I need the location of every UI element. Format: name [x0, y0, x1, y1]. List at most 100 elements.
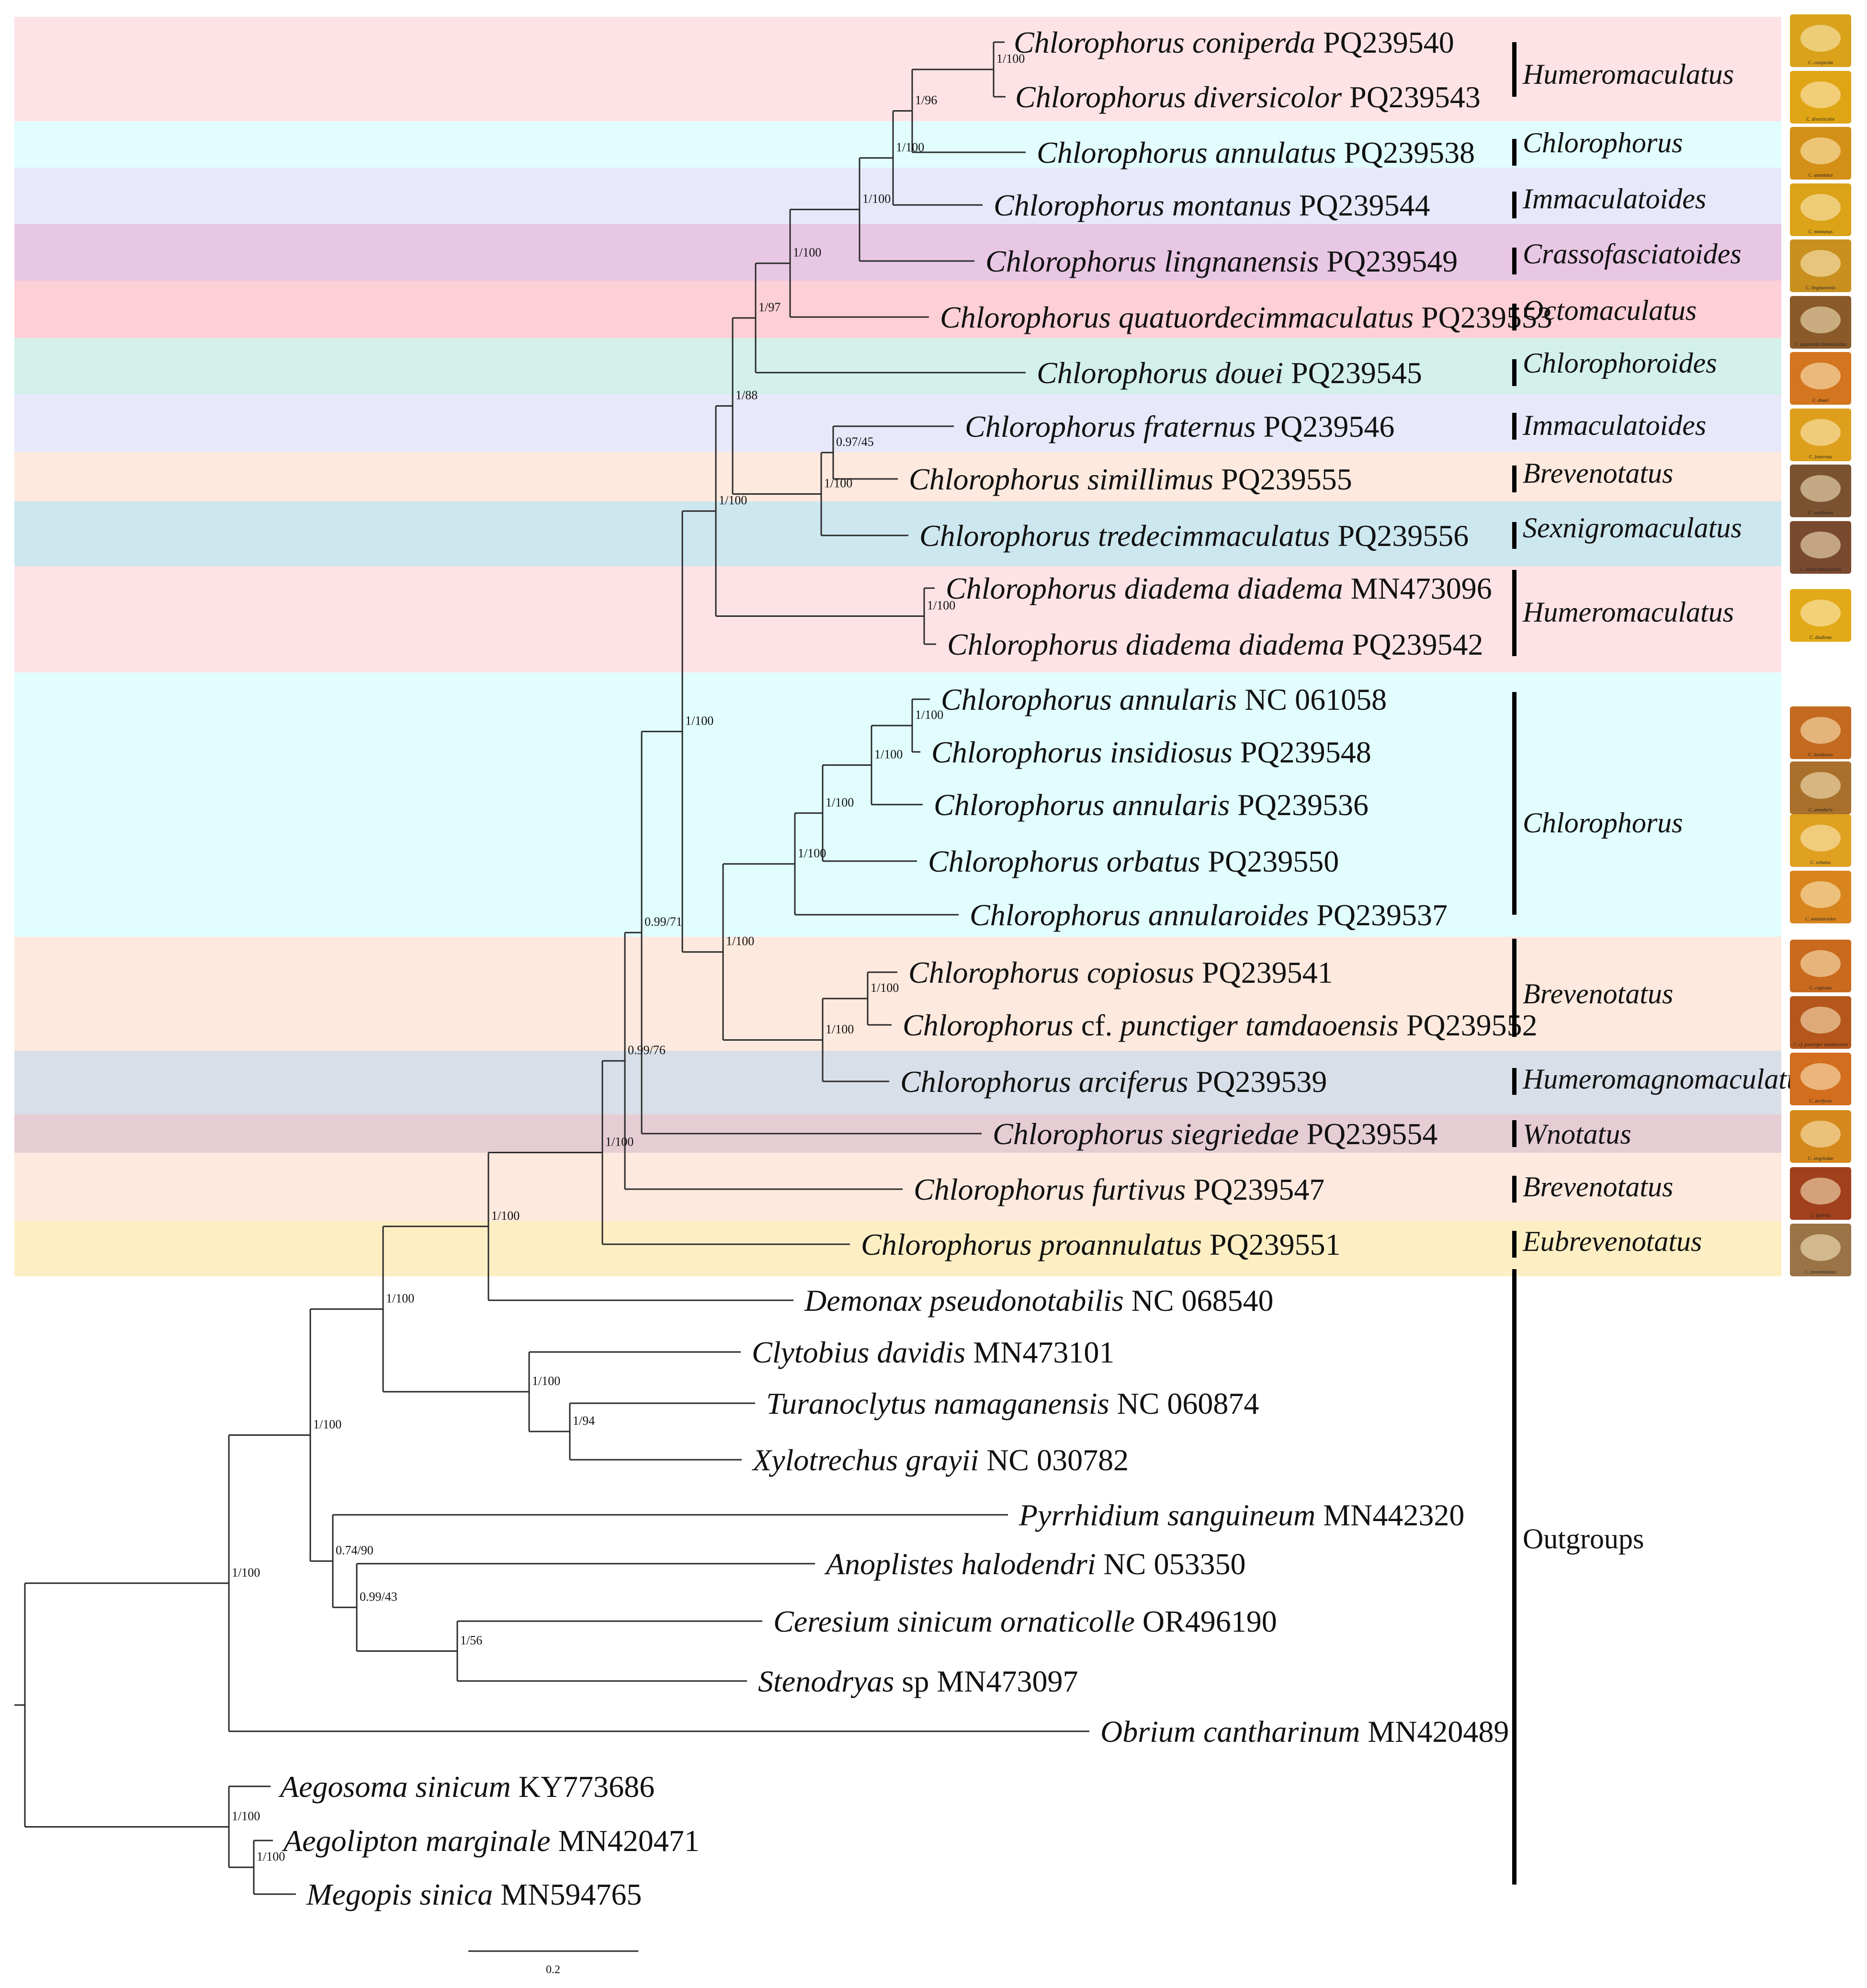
group-label: Sexnigromaculatus [1523, 512, 1742, 544]
specimen-caption: C. simillimus [1808, 511, 1833, 516]
specimen-caption: C. proannulatus [1805, 1270, 1836, 1275]
taxon-label: Chlorophorus tredecimmaculatus PQ239556 [919, 519, 1469, 553]
specimen-pronotum-highlight [1800, 825, 1841, 852]
taxon-name: Chlorophorus insidiosus [931, 735, 1233, 769]
support-value: 1/100 [605, 1135, 634, 1149]
taxon-label: Chlorophorus furtivus PQ239547 [914, 1172, 1324, 1206]
taxon-name: Chlorophorus douei [1037, 356, 1283, 390]
band-eubrevenotatus [14, 1221, 1781, 1276]
group-bar [1512, 1068, 1516, 1095]
band-humeromaculatus-1 [14, 17, 1781, 121]
taxon-label: Chlorophorus insidiosus PQ239548 [931, 735, 1371, 769]
support-value: 0.99/71 [645, 915, 682, 929]
support-value: 1/100 [826, 795, 854, 809]
support-value: 1/100 [491, 1209, 520, 1223]
taxon-name: Chlorophorus annulatus [1037, 136, 1336, 170]
support-value: 1/100 [874, 748, 903, 761]
accession-number: PQ239551 [1202, 1227, 1341, 1261]
taxon-name: Chlorophorus fraternus [965, 409, 1256, 443]
support-value: 1/100 [996, 52, 1025, 66]
accession-number: MN594765 [493, 1877, 642, 1911]
taxon-label: Ceresium sinicum ornaticolle OR496190 [773, 1604, 1277, 1638]
taxon-name: Chlorophorus proannulatus [861, 1227, 1202, 1261]
taxon-label: Xylotrechus grayii NC 030782 [751, 1443, 1129, 1477]
specimen-pronotum-highlight [1800, 25, 1841, 52]
taxon-qualifier: cf. [1074, 1008, 1120, 1042]
taxon-label: Chlorophorus montanus PQ239544 [994, 188, 1430, 222]
taxon-label: Chlorophorus diadema diadema MN473096 [946, 571, 1492, 605]
accession-number: PQ239545 [1283, 356, 1422, 390]
band-humeromaculatus-2 [14, 566, 1781, 672]
accession-number: OR496190 [1135, 1604, 1277, 1638]
taxon-name: Chlorophorus montanus [994, 188, 1291, 222]
taxon-name: Chlorophorus tredecimmaculatus [919, 519, 1330, 553]
group-bar [1512, 1231, 1516, 1258]
accession-number: NC 060874 [1109, 1386, 1259, 1420]
taxon-label: Chlorophorus douei PQ239545 [1037, 356, 1422, 390]
taxon-name: Demonax pseudonotabilis [804, 1284, 1124, 1318]
taxon-label: Chlorophorus annulatus PQ239538 [1037, 136, 1475, 170]
specimen-pronotum-highlight [1800, 600, 1841, 626]
taxon-name: Aegosoma sinicum [278, 1770, 511, 1804]
taxon-name: Chlorophorus siegriedae [993, 1117, 1299, 1151]
band-brevenotatus-3 [14, 1153, 1781, 1221]
accession-number: NC 053350 [1096, 1547, 1246, 1581]
support-value: 1/100 [824, 477, 852, 490]
group-bar [1512, 570, 1516, 656]
accession-number: PQ239541 [1194, 955, 1333, 989]
accession-number: PQ239544 [1291, 188, 1430, 222]
group-bar [1512, 466, 1516, 492]
group-label: Immaculatoides [1522, 183, 1706, 215]
accession-number: PQ239536 [1230, 788, 1369, 822]
specimen-caption: C. siegriedae [1808, 1156, 1833, 1161]
specimen-pronotum-highlight [1800, 950, 1841, 977]
taxon-label: Demonax pseudonotabilis NC 068540 [804, 1284, 1274, 1318]
accession-number: PQ239537 [1309, 898, 1448, 932]
taxon-name: Chlorophorus lingnanensis [985, 244, 1319, 278]
group-bar [1512, 139, 1516, 166]
specimen-caption: C. diadema [1810, 635, 1832, 640]
accession-number: MN442320 [1315, 1498, 1464, 1532]
accession-number: PQ239553 [1414, 300, 1552, 334]
accession-number: NC 068540 [1124, 1284, 1274, 1318]
taxon-name: Megopis sinica [306, 1877, 493, 1911]
support-values: 1/1001/961/1001/1001/1001/970.97/451/100… [232, 52, 1025, 1863]
specimen-pronotum-highlight [1800, 881, 1841, 908]
support-value: 1/100 [232, 1566, 260, 1579]
specimen-caption: C. copiosus [1810, 986, 1832, 991]
taxon-label: Chlorophorus annularis PQ239536 [934, 788, 1369, 822]
group-bar [1512, 248, 1516, 274]
accession-number: KY773686 [511, 1770, 655, 1804]
support-value: 1/100 [798, 846, 826, 860]
taxon-name: Chlorophorus quatuordecimmaculatus [940, 300, 1414, 334]
group-label: Brevenotatus [1523, 1171, 1673, 1203]
taxon-label: Chlorophorus proannulatus PQ239551 [861, 1227, 1341, 1261]
support-value: 1/100 [726, 934, 754, 948]
taxon-name: Chlorophorus diadema diadema [947, 627, 1345, 661]
taxon-name: Chlorophorus furtivus [914, 1172, 1186, 1206]
accession-number: PQ239547 [1186, 1172, 1324, 1206]
taxon-epithet: punctiger tamdaoensis [1119, 1008, 1399, 1042]
accession-number: MN473097 [929, 1664, 1078, 1698]
group-label: Octomaculatus [1523, 295, 1697, 326]
accession-number: MN420489 [1360, 1715, 1509, 1749]
specimen-pronotum-highlight [1800, 717, 1841, 744]
support-value: 1/100 [257, 1850, 285, 1863]
specimen-caption: C. annularis [1809, 807, 1833, 813]
specimen-pronotum-highlight [1800, 419, 1841, 446]
accession-number: PQ239538 [1336, 136, 1475, 170]
accession-number: PQ239555 [1213, 462, 1352, 496]
group-label: Chlorophorus [1523, 127, 1683, 159]
group-label: Brevenotatus [1523, 457, 1673, 489]
support-value: 1/100 [896, 140, 924, 154]
taxon-suffix: sp [894, 1664, 929, 1698]
support-value: 1/100 [386, 1291, 414, 1305]
accession-number: PQ239552 [1399, 1008, 1538, 1042]
taxon-label: Chlorophorus fraternus PQ239546 [965, 409, 1394, 443]
taxon-name: Pyrrhidium sanguineum [1018, 1498, 1315, 1532]
group-label: Crassofasciatoides [1523, 238, 1742, 270]
specimen-caption: C. cf. punctiger tamdaoensis [1793, 1042, 1848, 1047]
band-immaculatoides-1 [14, 168, 1781, 224]
taxon-label: Clytobius davidis MN473101 [752, 1335, 1114, 1369]
